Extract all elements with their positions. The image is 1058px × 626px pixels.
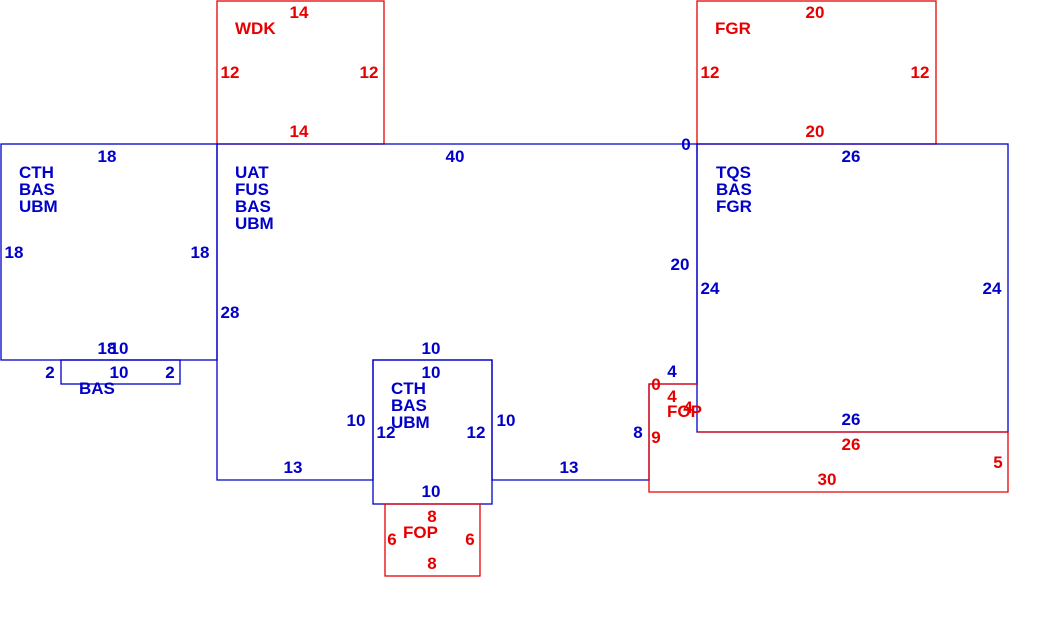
dim-label: 18	[191, 243, 210, 262]
dim-label: 12	[221, 63, 240, 82]
dim-label: 18	[98, 339, 117, 358]
dim-label: 14	[290, 122, 309, 141]
dim-label: 4	[667, 362, 677, 381]
dim-label: 26	[842, 147, 861, 166]
dim-label: 0	[681, 135, 690, 154]
room-code: FOP	[403, 523, 438, 542]
dim-label: 12	[360, 63, 379, 82]
dim-label: 24	[983, 279, 1002, 298]
dim-label: 10	[422, 482, 441, 501]
dim-label: 26	[842, 435, 861, 454]
room-code: FUS	[235, 180, 269, 199]
dim-label: 8	[427, 507, 436, 526]
fop-bottom-room-outline	[384, 503, 481, 577]
dim-label: 5	[993, 453, 1002, 472]
dim-label: 13	[560, 458, 579, 477]
dim-label: 18	[98, 147, 117, 166]
dim-label: 18	[5, 243, 24, 262]
dim-label: 14	[290, 3, 309, 22]
room-code: BAS	[235, 197, 271, 216]
dim-label: 12	[377, 423, 396, 442]
room-code: CTH	[19, 163, 54, 182]
room-code: BAS	[391, 396, 427, 415]
dim-label: 24	[701, 279, 720, 298]
dim-label: 6	[387, 530, 396, 549]
dim-label: 4	[683, 398, 693, 417]
dim-label: 2	[165, 363, 174, 382]
dim-label: 26	[842, 410, 861, 429]
dim-label: 9	[651, 428, 660, 447]
dim-label: 10	[497, 411, 516, 430]
room-code: BAS	[19, 180, 55, 199]
dim-label: 20	[806, 3, 825, 22]
dim-label: 0	[651, 375, 660, 394]
dim-label: 8	[427, 554, 436, 573]
bas-small-room-outline	[60, 359, 181, 385]
dim-label: 10	[422, 339, 441, 358]
room-code: TQS	[716, 163, 751, 182]
room-code: CTH	[391, 379, 426, 398]
room-code: UBM	[235, 214, 274, 233]
dim-label: 30	[818, 470, 837, 489]
dim-label: 20	[806, 122, 825, 141]
room-code: UBM	[391, 413, 430, 432]
uat-main-room-outline	[216, 143, 698, 481]
dim-label: 4	[667, 387, 677, 406]
room-code: FGR	[716, 197, 752, 216]
dim-label: 20	[671, 255, 690, 274]
dim-label: 6	[465, 530, 474, 549]
room-code: BAS	[79, 379, 115, 398]
dim-label: 10	[347, 411, 366, 430]
dim-label: 10	[110, 363, 129, 382]
dim-label: 12	[701, 63, 720, 82]
room-code: WDK	[235, 19, 276, 38]
fop-right-room-outline	[648, 383, 1009, 493]
dim-label: 12	[467, 423, 486, 442]
dim-label: 2	[45, 363, 54, 382]
dim-label: 28	[221, 303, 240, 322]
dim-label: 13	[284, 458, 303, 477]
dim-label: 10	[422, 363, 441, 382]
dim-label: 40	[446, 147, 465, 166]
dim-label: 10	[110, 339, 129, 358]
room-code: BAS	[716, 180, 752, 199]
room-code: FOP	[667, 402, 702, 421]
dim-label: 8	[633, 423, 642, 442]
room-code: UBM	[19, 197, 58, 216]
room-code: FGR	[715, 19, 751, 38]
dim-label: 12	[911, 63, 930, 82]
room-code: UAT	[235, 163, 269, 182]
